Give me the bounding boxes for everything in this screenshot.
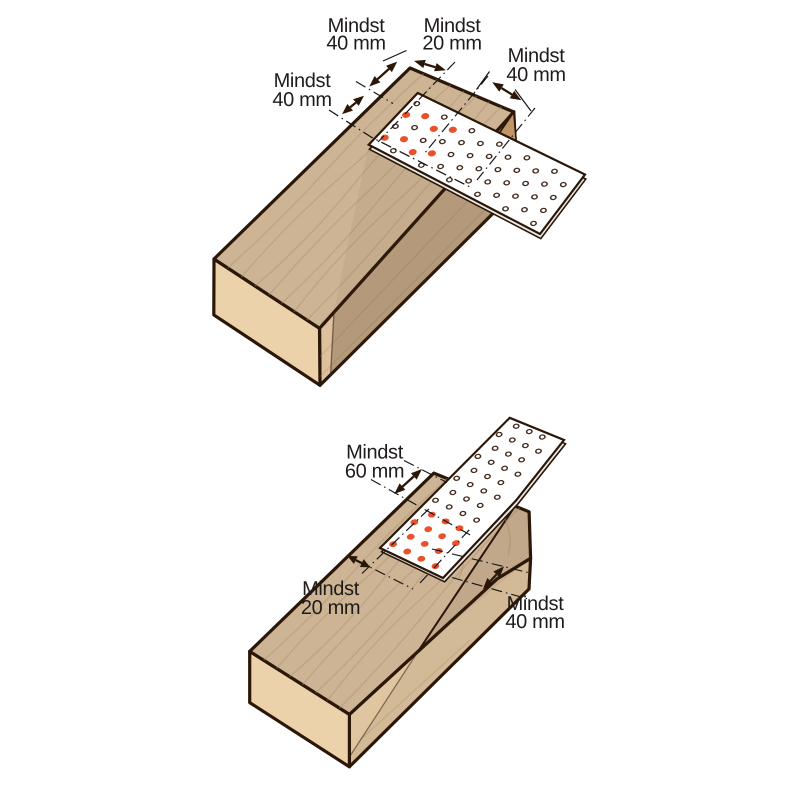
svg-text:Mindst: Mindst	[424, 15, 482, 37]
svg-text:20 mm: 20 mm	[301, 597, 360, 619]
svg-text:Mindst: Mindst	[508, 45, 566, 67]
svg-text:20 mm: 20 mm	[422, 33, 481, 55]
svg-text:Mindst: Mindst	[507, 593, 565, 615]
svg-text:40 mm: 40 mm	[505, 611, 564, 633]
svg-text:Mindst: Mindst	[274, 70, 332, 92]
svg-text:60 mm: 60 mm	[345, 461, 404, 483]
svg-text:Mindst: Mindst	[346, 442, 404, 464]
svg-text:40 mm: 40 mm	[506, 64, 565, 86]
svg-text:40 mm: 40 mm	[272, 89, 331, 111]
svg-text:Mindst: Mindst	[328, 15, 386, 37]
svg-text:Mindst: Mindst	[302, 578, 360, 600]
svg-text:40 mm: 40 mm	[326, 33, 385, 55]
